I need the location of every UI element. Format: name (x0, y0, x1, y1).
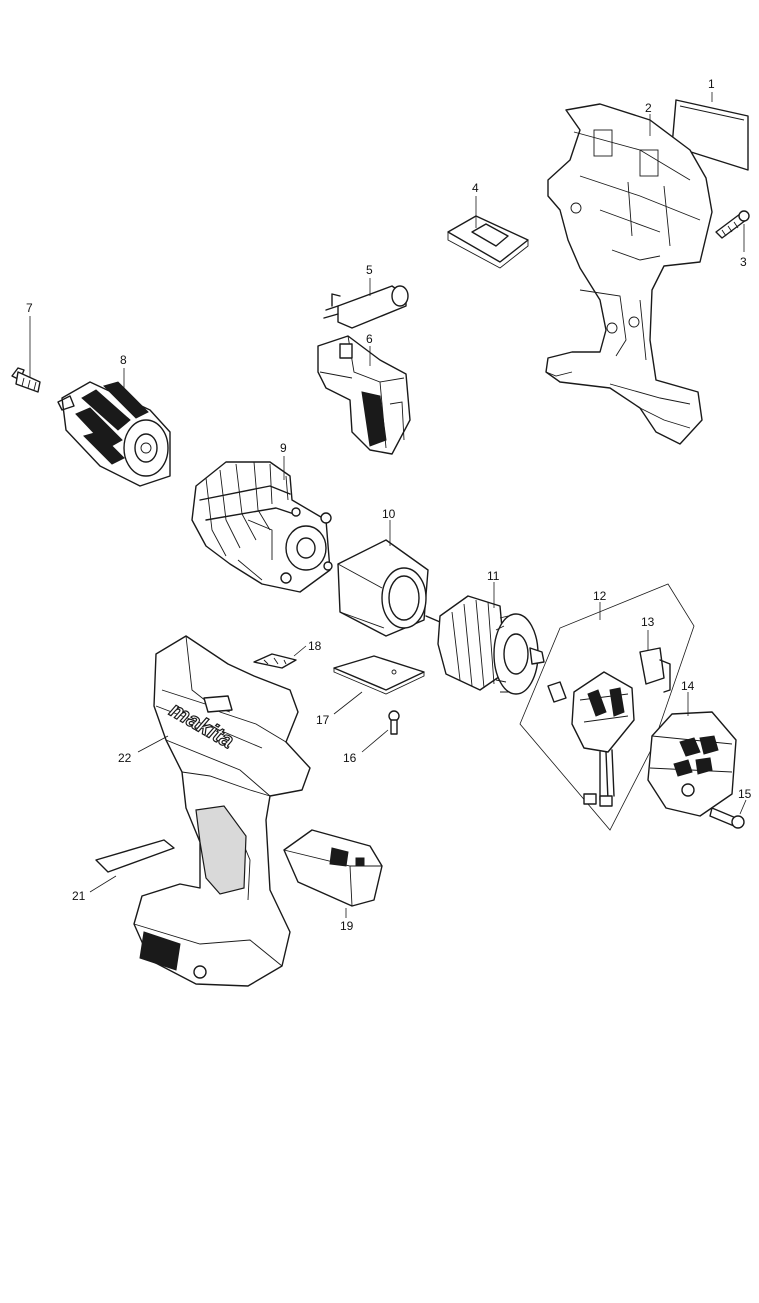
part-number-7: 7 (26, 301, 33, 315)
part-10-magnet-sleeve (337, 539, 429, 637)
part-4-switch-knob (447, 215, 529, 269)
part-number-6: 6 (366, 332, 373, 346)
part-12-controller-group (519, 583, 695, 831)
part-number-17: 17 (316, 713, 330, 727)
part-number-3: 3 (740, 255, 747, 269)
part-number-15: 15 (738, 787, 752, 801)
part-15-screw (709, 807, 745, 829)
part-number-16: 16 (343, 751, 357, 765)
leader-lines (29, 92, 747, 918)
part-18-spring (253, 653, 297, 669)
part-number-12: 12 (593, 589, 607, 603)
part-number-14: 14 (681, 679, 695, 693)
part-16-screw (388, 710, 400, 735)
part-number-9: 9 (280, 441, 287, 455)
part-number-8: 8 (120, 353, 127, 367)
part-number-2: 2 (645, 101, 652, 115)
part-number-4: 4 (472, 181, 479, 195)
part-number-labels: 1 2 3 4 5 6 7 8 9 10 11 12 13 14 15 16 1… (26, 77, 752, 933)
part-14-rear-cover (647, 711, 737, 817)
part-7-chuck-screw (11, 367, 41, 393)
part-number-22: 22 (118, 751, 132, 765)
part-21-label (95, 839, 175, 873)
part-2-housing-right (545, 103, 713, 445)
part-number-11: 11 (487, 569, 500, 583)
part-19-terminal-holder (283, 829, 383, 907)
part-1-label-plate (671, 99, 749, 171)
part-number-10: 10 (382, 507, 396, 521)
part-11-rotor (425, 595, 545, 695)
part-3-screw (715, 210, 750, 239)
part-17-plate (333, 655, 425, 695)
part-number-21: 21 (72, 889, 86, 903)
part-8-keyless-chuck (57, 381, 171, 487)
part-5-capacitor (323, 285, 409, 329)
part-number-13: 13 (641, 615, 655, 629)
part-22-housing-left: makita (133, 635, 311, 987)
part-number-1: 1 (708, 77, 715, 91)
part-number-19: 19 (340, 919, 354, 933)
part-9-gear-assembly (191, 461, 333, 593)
part-13-clip (639, 647, 671, 693)
part-6-switch-assembly (317, 335, 411, 455)
part-number-5: 5 (366, 263, 373, 277)
part-number-18: 18 (308, 639, 322, 653)
